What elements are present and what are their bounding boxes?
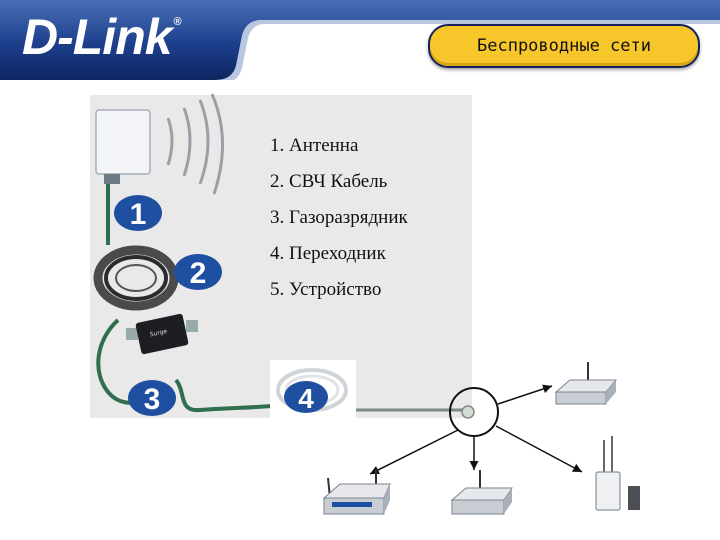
dlink-logo: D-Link® — [22, 9, 182, 65]
components-legend: 1. Антенна 2. СВЧ Кабель 3. Газоразрядни… — [270, 128, 408, 308]
antenna-icon — [95, 93, 225, 195]
legend-item-arrester: 3. Газоразрядник — [270, 207, 408, 228]
svg-text:Surge: Surge — [149, 328, 168, 339]
legend-item-adapter: 4. Переходник — [270, 243, 386, 264]
legend-item-device: 5. Устройство — [270, 279, 382, 300]
page-title: Беспроводные сети — [477, 36, 651, 56]
title-pill: Беспроводные сети — [428, 24, 700, 68]
legend-item-cable: 2. СВЧ Кабель — [270, 171, 388, 192]
badge-4: 4 — [284, 381, 328, 414]
svg-text:2: 2 — [190, 257, 207, 290]
surge-arrester-icon: Surge — [126, 313, 198, 355]
router-icon — [322, 470, 391, 515]
badge-2: 2 — [174, 254, 222, 290]
access-point-icon — [595, 436, 640, 511]
badge-3: 3 — [128, 380, 176, 416]
header-bar: D-Link® Беспроводные сети — [0, 0, 720, 84]
access-point-icon — [450, 470, 513, 515]
badge-1: 1 — [114, 195, 162, 231]
svg-text:4: 4 — [298, 383, 314, 414]
router-icon — [554, 362, 618, 405]
coax-cable-icon — [93, 245, 179, 311]
svg-text:3: 3 — [144, 383, 161, 416]
header-background — [0, 0, 720, 84]
svg-text:1: 1 — [130, 198, 147, 231]
legend-item-antenna: 1. Антенна — [270, 135, 359, 156]
